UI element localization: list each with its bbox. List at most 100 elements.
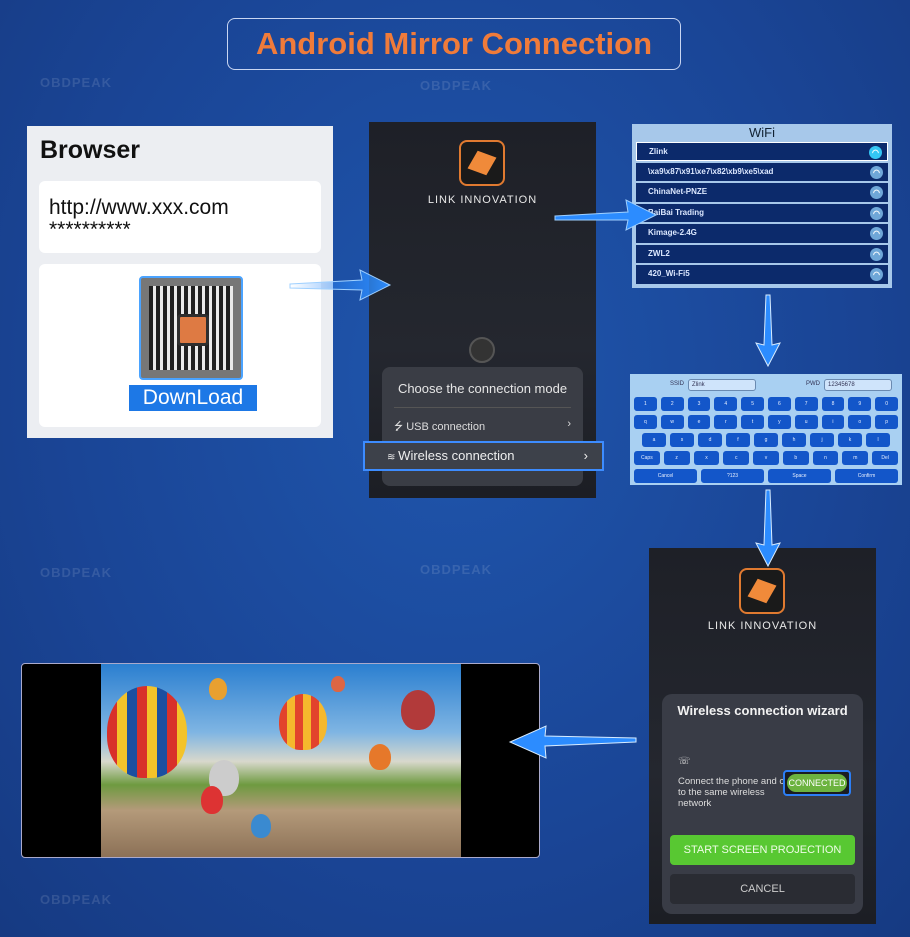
key-button[interactable]: 4 xyxy=(714,397,738,411)
key-button[interactable]: 7 xyxy=(794,397,818,411)
qr-panel: DownLoad xyxy=(39,264,321,427)
wifi-icon: ≋ xyxy=(387,452,399,463)
wifi-signal-icon: ◠ xyxy=(870,227,883,240)
browser-card: Browser http://www.xxx.com ********** Do… xyxy=(27,126,333,438)
key-button[interactable]: x xyxy=(693,451,720,465)
brand-name: LINK INNOVATION xyxy=(707,620,818,632)
pwd-input[interactable]: 12345678 xyxy=(824,379,892,391)
key-button[interactable]: g xyxy=(754,433,778,447)
key-button[interactable]: q xyxy=(634,415,657,429)
network-name: BaiBai Trading xyxy=(648,207,705,217)
key-button[interactable]: e xyxy=(687,415,711,429)
network-name: ZWL2 xyxy=(648,248,670,258)
wifi-signal-icon: ◠ xyxy=(870,206,883,220)
pwd-label: PWD xyxy=(806,381,820,387)
watermark: OBDPEAK xyxy=(40,75,113,90)
key-button[interactable]: v xyxy=(753,451,779,465)
key-button[interactable]: z xyxy=(663,451,690,465)
link-innovation-logo-icon xyxy=(459,140,505,186)
wireless-label: Wireless connection xyxy=(398,448,515,463)
key-button[interactable]: l xyxy=(866,433,890,447)
key-button[interactable]: o xyxy=(848,415,872,429)
wifi-network-item[interactable]: Kimage-2.4G ◠ xyxy=(636,224,888,243)
key-button[interactable]: Caps xyxy=(633,451,660,465)
usb-connection-option[interactable]: ⭍ USB connection› xyxy=(394,407,571,437)
download-button[interactable]: DownLoad xyxy=(129,385,257,411)
wifi-title: WiFi xyxy=(749,125,775,140)
arrow-down-icon xyxy=(755,489,781,568)
brand-name: LINK INNOVATION xyxy=(427,194,538,206)
arrow-down-icon xyxy=(755,294,781,368)
wifi-network-item[interactable]: BaiBai Trading ◠ xyxy=(636,203,888,222)
wifi-signal-icon: ◠ xyxy=(870,268,883,281)
key-button[interactable]: 3 xyxy=(687,397,711,411)
watermark: OBDPEAK xyxy=(40,565,113,580)
network-name: Kimage-2.4G xyxy=(648,228,697,237)
key-button[interactable]: a xyxy=(642,433,666,447)
key-button[interactable]: u xyxy=(794,415,818,429)
key-button[interactable]: c xyxy=(723,451,750,465)
key-button[interactable]: p xyxy=(875,415,898,429)
key-button[interactable]: s xyxy=(670,433,694,447)
key-button[interactable]: t xyxy=(741,415,764,429)
wifi-network-item[interactable]: \xa9\x87\x91\xe7\x82\xb9\xe5\xad◠ xyxy=(636,162,888,181)
key-button[interactable]: j xyxy=(810,433,834,447)
wifi-network-item[interactable]: ChinaNet-PNZE◠ xyxy=(636,183,888,202)
cancel-button[interactable]: CANCEL xyxy=(670,874,855,904)
ssid-input[interactable]: Zlink xyxy=(688,379,756,391)
wifi-network-item[interactable]: 420_Wi-Fi5 ◠ xyxy=(636,265,888,284)
wizard-title: Wireless connection wizard xyxy=(677,703,848,718)
key-button[interactable]: m xyxy=(842,451,869,465)
key-button[interactable]: 6 xyxy=(768,397,791,411)
watermark: OBDPEAK xyxy=(420,78,493,93)
key-button[interactable]: ?123 xyxy=(701,469,764,483)
key-button[interactable]: h xyxy=(782,433,806,447)
arrow-right-icon xyxy=(554,199,658,231)
arrow-left-icon xyxy=(508,725,637,759)
wifi-signal-icon: ◠ xyxy=(870,247,883,261)
wifi-network-item[interactable]: Zlink◠ xyxy=(636,142,888,161)
key-button[interactable]: Del xyxy=(872,451,899,465)
wireless-connection-option[interactable]: ≋ Wireless connection › xyxy=(363,441,604,471)
url-text: http://www.xxx.com xyxy=(49,196,229,219)
key-button[interactable]: 5 xyxy=(741,397,764,411)
key-button[interactable]: i xyxy=(821,415,845,429)
wifi-signal-icon: ◠ xyxy=(870,186,883,199)
key-button[interactable]: y xyxy=(768,415,791,429)
key-button[interactable]: 2 xyxy=(660,397,684,411)
key-button[interactable]: n xyxy=(812,451,839,465)
chevron-right-icon: › xyxy=(567,418,571,430)
keyboard-row: Cancel ?123 Space Confirm xyxy=(634,469,898,483)
url-field[interactable]: http://www.xxx.com ********** xyxy=(39,181,321,253)
watermark: OBDPEAK xyxy=(40,892,113,907)
wifi-network-item[interactable]: ZWL2 ◠ xyxy=(636,244,888,263)
key-button[interactable]: k xyxy=(838,433,862,447)
page-title: Android Mirror Connection xyxy=(227,18,681,70)
chevron-right-icon: › xyxy=(583,448,588,463)
wizard-message: Connect the phone and car to the same wi… xyxy=(678,776,793,809)
key-button[interactable]: Confirm xyxy=(835,469,898,483)
router-icon: ☏ xyxy=(678,756,691,767)
arrow-right-icon xyxy=(289,269,392,301)
key-button[interactable]: Space xyxy=(768,469,831,483)
connected-label: CONNECTED xyxy=(787,774,847,792)
key-button[interactable]: 0 xyxy=(875,397,898,411)
qr-code-icon xyxy=(139,276,243,380)
key-button[interactable]: f xyxy=(726,433,750,447)
balloon-photo xyxy=(101,664,461,857)
connected-status-badge: CONNECTED xyxy=(783,770,851,796)
network-name: 420_Wi-Fi5 xyxy=(648,269,690,278)
key-button[interactable]: b xyxy=(782,451,809,465)
key-button[interactable]: r xyxy=(714,415,738,429)
key-button[interactable]: d xyxy=(698,433,722,447)
key-button[interactable]: 8 xyxy=(821,397,845,411)
key-button[interactable]: 1 xyxy=(634,397,657,411)
key-button[interactable]: 9 xyxy=(848,397,872,411)
key-button[interactable]: w xyxy=(660,415,684,429)
start-screen-projection-button[interactable]: START SCREEN PROJECTION xyxy=(670,835,855,865)
ssid-label: SSID xyxy=(670,381,685,387)
key-button[interactable]: Cancel xyxy=(634,469,697,483)
